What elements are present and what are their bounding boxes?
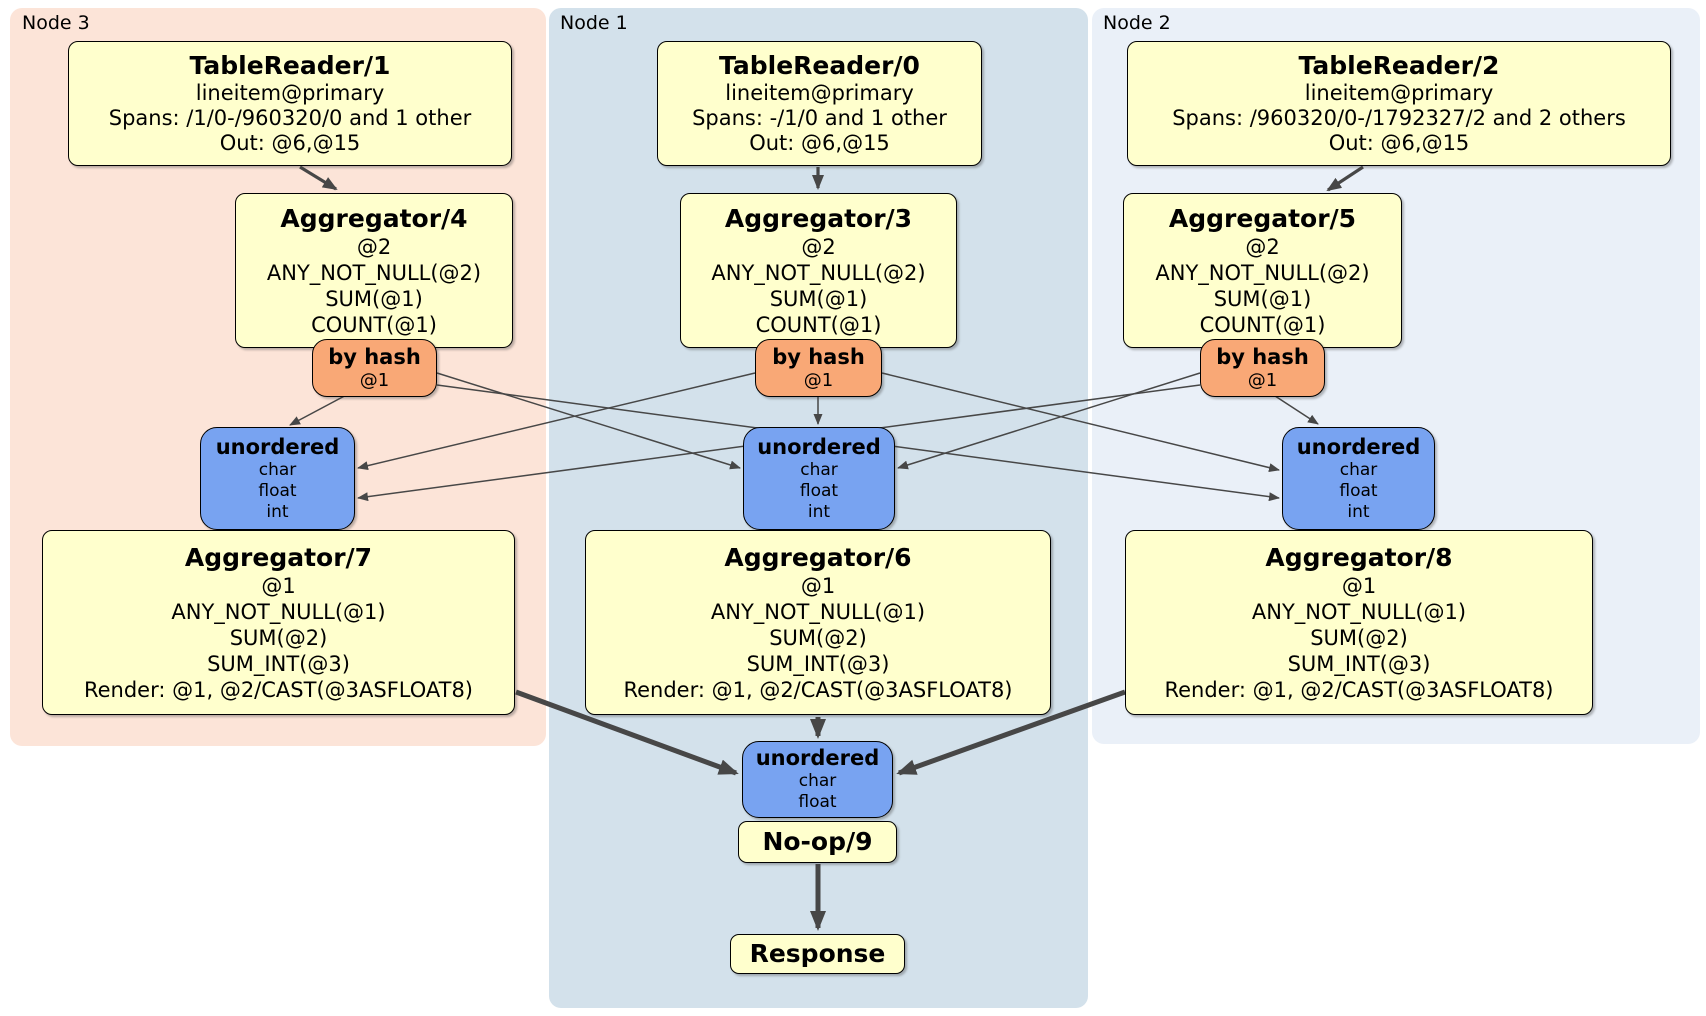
box-row: float: [1339, 480, 1378, 501]
box-row: SUM(@2): [1310, 625, 1408, 650]
node1-label: Node 1: [560, 12, 628, 34]
box-title: Aggregator/6: [724, 542, 912, 572]
box-row: @1: [261, 573, 296, 598]
box-row: SUM_INT(@3): [746, 651, 890, 676]
box-title: No-op/9: [762, 827, 873, 856]
box-row: @1: [1341, 573, 1377, 598]
box-title: by hash: [328, 345, 421, 369]
box-row: Spans: /960320/0-/1792327/2 and 2 others: [1172, 106, 1626, 130]
box-row: ANY_NOT_NULL(@2): [711, 260, 926, 285]
box-title: by hash: [772, 345, 865, 369]
by-hash-router-node3: by hash @1: [312, 339, 437, 397]
aggregator-4-box: Aggregator/4 @2 ANY_NOT_NULL(@2) SUM(@1)…: [235, 193, 513, 348]
box-row: ANY_NOT_NULL(@1): [710, 599, 926, 624]
box-title: Response: [749, 939, 886, 968]
box-title: Aggregator/5: [1168, 203, 1357, 233]
box-title: Aggregator/8: [1265, 542, 1453, 572]
box-row: @2: [356, 234, 392, 259]
box-row: char: [800, 459, 838, 480]
box-row: SUM_INT(@3): [207, 651, 350, 676]
box-row: SUM(@1): [325, 286, 423, 311]
box-row: Render: @1, @2/CAST(@3ASFLOAT8): [83, 677, 474, 702]
box-row: SUM(@2): [769, 625, 867, 650]
box-row: Render: @1, @2/CAST(@3ASFLOAT8): [623, 677, 1013, 702]
box-row: SUM(@1): [769, 286, 868, 311]
box-row: ANY_NOT_NULL(@1): [171, 599, 386, 624]
box-row: int: [266, 501, 289, 522]
node3-label: Node 3: [22, 12, 90, 34]
box-row: int: [807, 501, 831, 522]
box-row: float: [258, 480, 297, 501]
box-title: TableReader/2: [1298, 51, 1500, 80]
by-hash-router-node1: by hash @1: [755, 339, 882, 397]
box-row: Spans: /1/0-/960320/0 and 1 other: [108, 106, 472, 130]
box-row: lineitem@primary: [1304, 81, 1494, 105]
box-row: lineitem@primary: [195, 81, 385, 105]
by-hash-router-node2: by hash @1: [1200, 339, 1325, 397]
box-row: char: [258, 459, 297, 480]
box-row: @2: [1245, 234, 1280, 259]
box-row: ANY_NOT_NULL(@1): [1251, 599, 1467, 624]
aggregator-7-box: Aggregator/7 @1 ANY_NOT_NULL(@1) SUM(@2)…: [42, 530, 515, 715]
aggregator-6-box: Aggregator/6 @1 ANY_NOT_NULL(@1) SUM(@2)…: [585, 530, 1051, 715]
box-row: Out: @6,@15: [749, 131, 890, 155]
box-title: unordered: [757, 434, 881, 459]
box-row: @1: [803, 370, 834, 391]
box-row: @2: [801, 234, 836, 259]
box-row: COUNT(@1): [755, 312, 882, 337]
box-row: ANY_NOT_NULL(@2): [266, 260, 482, 285]
aggregator-5-box: Aggregator/5 @2 ANY_NOT_NULL(@2) SUM(@1)…: [1123, 193, 1402, 348]
box-row: SUM_INT(@3): [1287, 651, 1431, 676]
box-row: SUM(@2): [229, 625, 328, 650]
box-row: char: [1339, 459, 1378, 480]
unordered-sync-final: unordered char float: [742, 741, 893, 818]
box-title: Aggregator/3: [724, 203, 913, 233]
box-row: ANY_NOT_NULL(@2): [1155, 260, 1370, 285]
aggregator-8-box: Aggregator/8 @1 ANY_NOT_NULL(@1) SUM(@2)…: [1125, 530, 1593, 715]
box-row: @1: [800, 573, 836, 598]
box-row: @1: [359, 370, 390, 391]
unordered-sync-node1: unordered char float int: [743, 427, 895, 530]
box-row: char: [798, 771, 837, 791]
box-title: unordered: [215, 434, 340, 459]
box-title: Aggregator/7: [184, 542, 373, 572]
box-row: lineitem@primary: [725, 81, 914, 105]
box-row: float: [798, 792, 837, 812]
box-row: Out: @6,@15: [219, 131, 361, 155]
box-row: Spans: -/1/0 and 1 other: [692, 106, 947, 130]
unordered-sync-node2: unordered char float int: [1282, 427, 1435, 530]
box-row: Out: @6,@15: [1328, 131, 1470, 155]
aggregator-3-box: Aggregator/3 @2 ANY_NOT_NULL(@2) SUM(@1)…: [680, 193, 957, 348]
box-row: int: [1347, 501, 1370, 522]
box-title: unordered: [755, 746, 880, 770]
box-title: unordered: [1296, 434, 1421, 459]
response-box: Response: [730, 934, 905, 974]
box-row: Render: @1, @2/CAST(@3ASFLOAT8): [1164, 677, 1554, 702]
box-row: COUNT(@1): [1199, 312, 1326, 337]
box-row: float: [799, 480, 839, 501]
node2-label: Node 2: [1103, 12, 1171, 34]
box-row: SUM(@1): [1213, 286, 1312, 311]
unordered-sync-node3: unordered char float int: [200, 427, 355, 530]
tablereader-2-box: TableReader/2 lineitem@primary Spans: /9…: [1127, 41, 1671, 166]
box-title: TableReader/0: [719, 51, 920, 80]
box-row: @1: [1247, 370, 1278, 391]
noop-9-box: No-op/9: [738, 821, 897, 863]
box-row: COUNT(@1): [311, 312, 437, 337]
tablereader-1-box: TableReader/1 lineitem@primary Spans: /1…: [68, 41, 512, 166]
tablereader-0-box: TableReader/0 lineitem@primary Spans: -/…: [657, 41, 982, 166]
box-title: Aggregator/4: [280, 203, 468, 233]
box-title: TableReader/1: [189, 51, 391, 80]
box-title: by hash: [1216, 345, 1309, 369]
